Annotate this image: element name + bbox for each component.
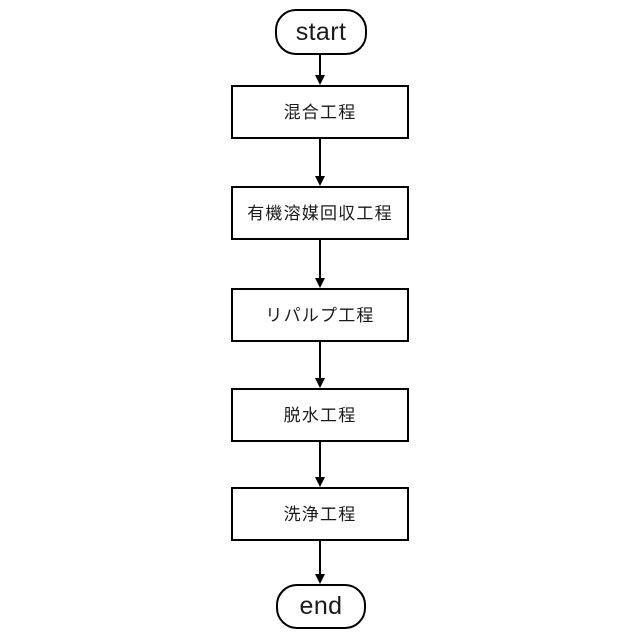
node-start-label: start <box>295 17 347 46</box>
arrow-down-icon <box>315 278 325 288</box>
node-end-label: end <box>299 592 343 620</box>
node-end[interactable]: end <box>276 584 366 629</box>
edge-line <box>319 139 321 177</box>
edge-line <box>319 541 321 575</box>
node-process-step3-label: リパルプ工程 <box>265 305 375 325</box>
node-process-step1[interactable]: 混合工程 <box>231 85 409 139</box>
node-process-step1-label: 混合工程 <box>283 102 357 122</box>
node-process-step5-label: 洗浄工程 <box>283 504 357 524</box>
edge-step2-to-step3 <box>315 240 325 288</box>
edge-step1-to-step2 <box>315 139 325 186</box>
edge-line <box>319 442 321 478</box>
node-process-step4-label: 脱水工程 <box>283 405 357 425</box>
edge-line <box>319 342 321 379</box>
node-process-step2-label: 有機溶媒回収工程 <box>247 203 393 223</box>
node-process-step3[interactable]: リパルプ工程 <box>231 288 409 342</box>
arrow-down-icon <box>315 477 325 487</box>
node-process-step5[interactable]: 洗浄工程 <box>231 487 409 541</box>
edge-step5-to-end <box>315 541 325 584</box>
arrow-down-icon <box>315 574 325 584</box>
edge-start-to-step1 <box>315 55 325 85</box>
edge-step3-to-step4 <box>315 342 325 388</box>
arrow-down-icon <box>315 75 325 85</box>
arrow-down-icon <box>315 176 325 186</box>
edge-line <box>319 55 321 76</box>
arrow-down-icon <box>315 378 325 388</box>
node-process-step2[interactable]: 有機溶媒回収工程 <box>231 186 409 240</box>
edge-step4-to-step5 <box>315 442 325 487</box>
node-process-step4[interactable]: 脱水工程 <box>231 388 409 442</box>
node-start[interactable]: start <box>275 9 367 55</box>
edge-line <box>319 240 321 279</box>
